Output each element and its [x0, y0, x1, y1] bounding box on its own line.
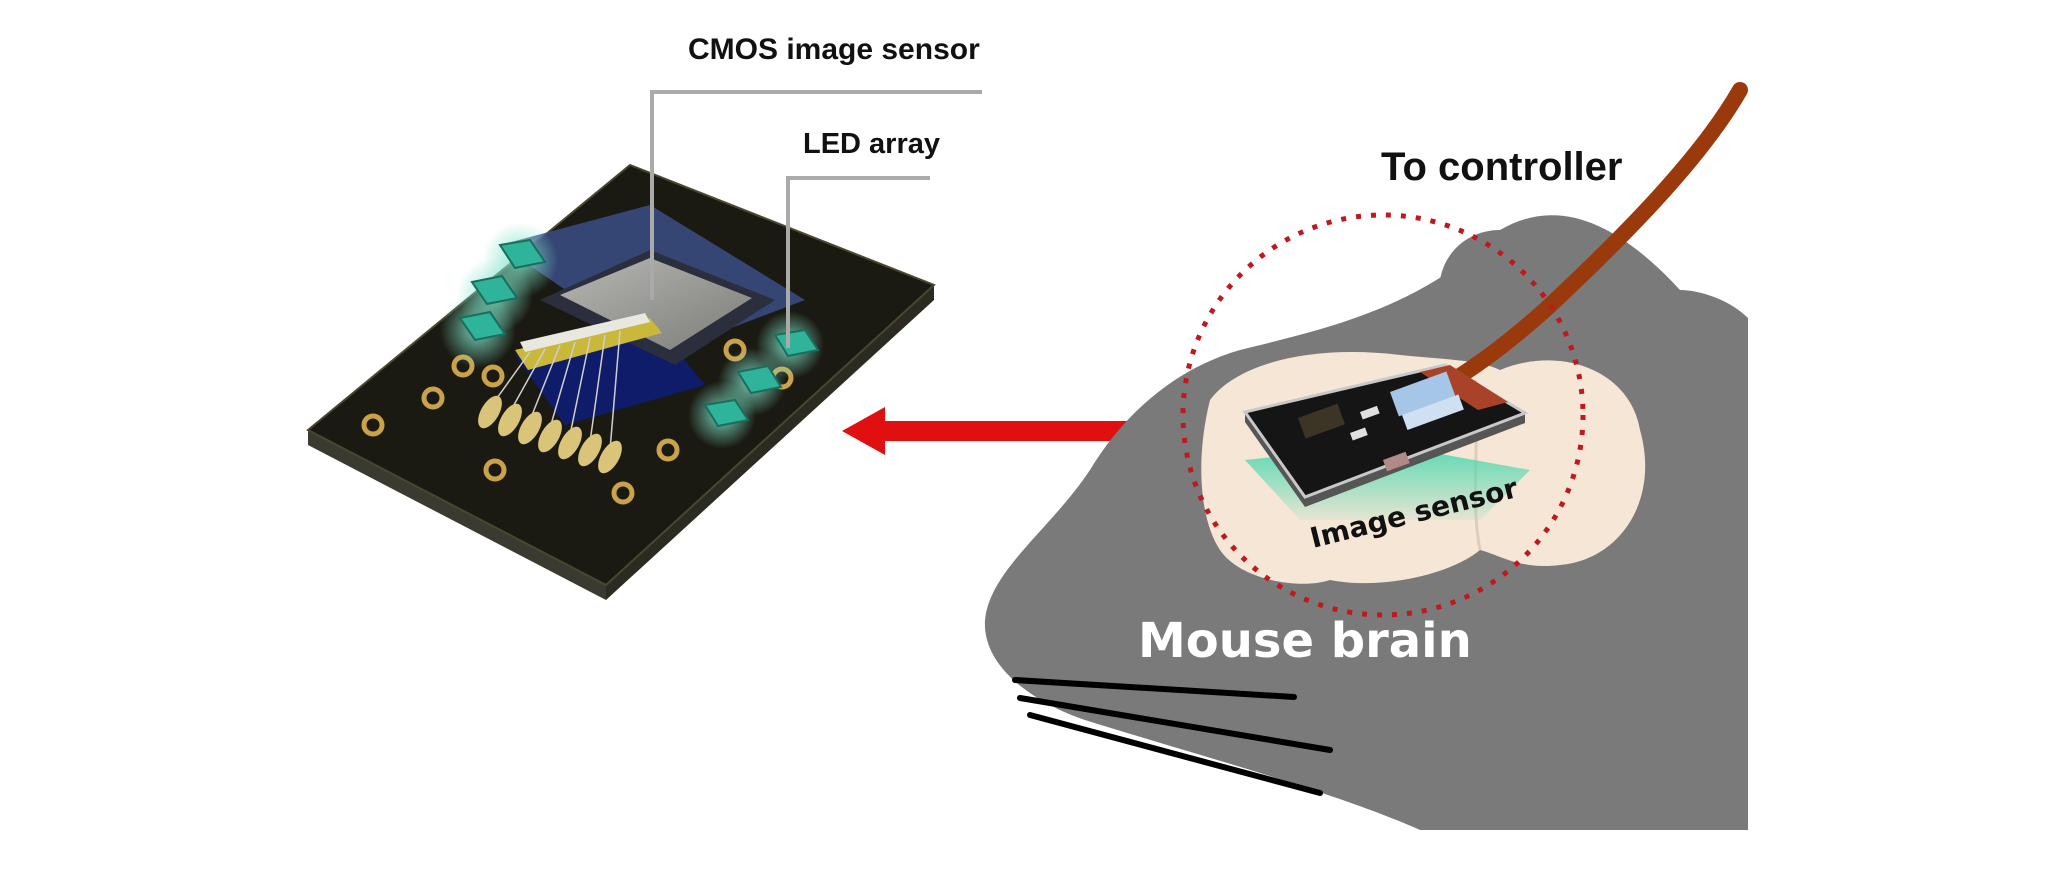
mouse-ear	[1440, 230, 1549, 324]
led-label: LED array	[803, 128, 940, 160]
led-callout-line	[786, 176, 930, 348]
led	[773, 328, 820, 358]
cmos-chip-face	[560, 258, 752, 350]
contact-fingers	[478, 395, 622, 474]
callout-lines	[650, 90, 982, 348]
controller-label: To controller	[1381, 145, 1622, 189]
whiskers	[1012, 677, 1333, 796]
highlight-circle	[1180, 212, 1586, 618]
device-board-illustration	[306, 163, 936, 600]
cmos-label: CMOS image sensor	[688, 33, 980, 66]
cmos-callout-line	[650, 90, 982, 300]
mouse-head-illustration	[984, 82, 1748, 830]
red-arrow	[842, 407, 1128, 455]
bond-pads-row	[520, 313, 650, 352]
board-edge-right	[606, 285, 934, 600]
bond-wires	[491, 330, 621, 451]
led	[498, 238, 547, 270]
mouse-brain-label: Mouse brain	[1138, 613, 1472, 669]
board-edge	[308, 430, 606, 600]
led-array	[440, 222, 824, 449]
led	[703, 398, 750, 428]
led	[736, 364, 783, 395]
cable	[1442, 82, 1748, 390]
led	[458, 310, 507, 342]
led	[470, 274, 519, 306]
mini-board-components	[1298, 371, 1464, 472]
